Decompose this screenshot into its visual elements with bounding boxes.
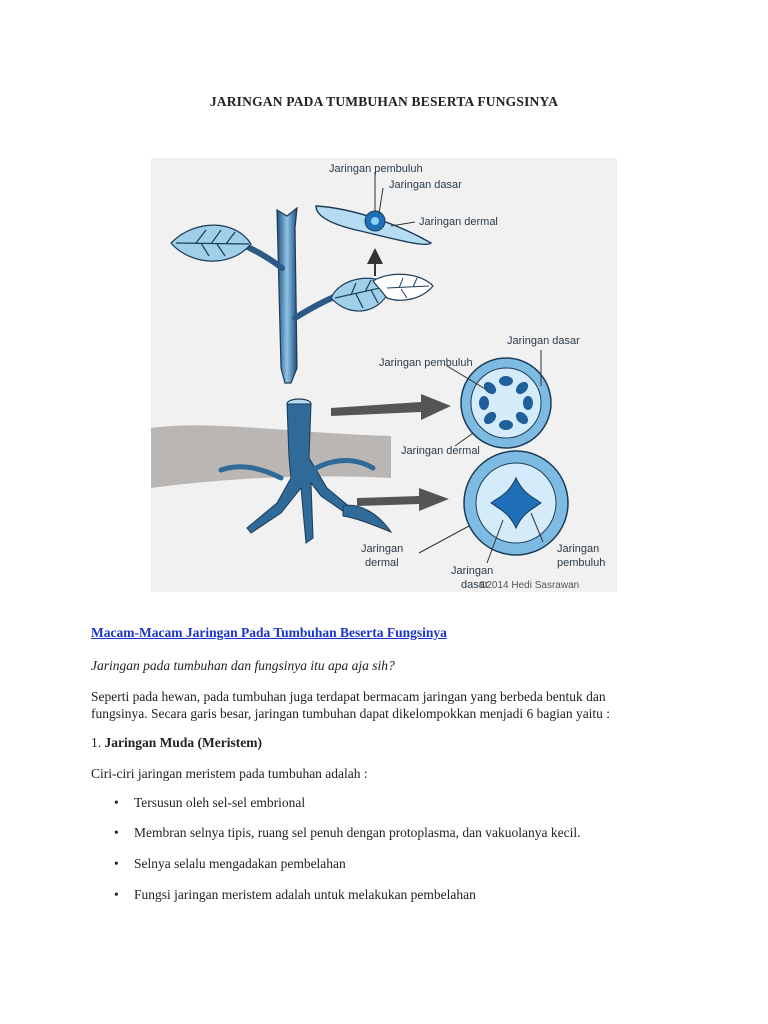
label-root-dermal-line1: Jaringan: [361, 543, 403, 555]
soil: [151, 425, 391, 488]
label-root-ground-line2: dasar: [461, 579, 489, 591]
list-item: •Fungsi jaringan meristem adalah untuk m…: [114, 887, 476, 902]
label-root-ground-line1: Jaringan: [451, 565, 493, 577]
plant-tissue-diagram: Jaringan pembuluh Jaringan dasar Jaringa…: [151, 158, 617, 592]
bullet-icon: •: [114, 795, 119, 810]
label-root-vascular-line1: Jaringan: [557, 543, 599, 555]
intro-line-2: fungsinya. Secara garis besar, jaringan …: [91, 706, 611, 721]
label-stem-dermal: Jaringan dermal: [401, 445, 480, 457]
lead-text: Ciri-ciri jaringan meristem pada tumbuha…: [91, 766, 368, 781]
root-cross-section: [463, 450, 569, 556]
root: [246, 403, 352, 544]
label-stem-vascular: Jaringan pembuluh: [379, 357, 473, 369]
label-leaf-vascular: Jaringan pembuluh: [329, 163, 423, 175]
intro-line-1: Seperti pada hewan, pada tumbuhan juga t…: [91, 689, 606, 704]
bullet-icon: •: [114, 825, 119, 840]
section-title: Jaringan Muda (Meristem): [104, 735, 262, 750]
question-text: Jaringan pada tumbuhan dan fungsinya itu…: [91, 658, 395, 673]
section-heading: 1. Jaringan Muda (Meristem): [91, 734, 691, 751]
label-leaf-dermal: Jaringan dermal: [419, 216, 498, 228]
label-leaf-ground: Jaringan dasar: [389, 179, 462, 191]
stem: [276, 206, 298, 384]
stem-cross-section: [460, 357, 552, 449]
article-link[interactable]: Macam-Macam Jaringan Pada Tumbuhan Beser…: [91, 625, 447, 640]
bullet-icon: •: [114, 887, 119, 902]
bullet-icon: •: [114, 856, 119, 871]
list-item: •Selnya selalu mengadakan pembelahan: [114, 856, 346, 871]
image-credit: ©2014 Hedi Sasrawan: [479, 580, 579, 591]
label-root-dermal-line2: dermal: [365, 557, 399, 569]
intro-paragraph: Seperti pada hewan, pada tumbuhan juga t…: [91, 688, 691, 722]
list-item: •Membran selnya tipis, ruang sel penuh d…: [114, 825, 581, 840]
list-item: •Tersusun oleh sel-sel embrional: [114, 795, 306, 810]
label-stem-ground: Jaringan dasar: [507, 335, 580, 347]
section-number: 1.: [91, 735, 102, 750]
page-title: JARINGAN PADA TUMBUHAN BESERTA FUNGSINYA: [209, 94, 559, 109]
label-root-vascular-line2: pembuluh: [557, 557, 605, 569]
